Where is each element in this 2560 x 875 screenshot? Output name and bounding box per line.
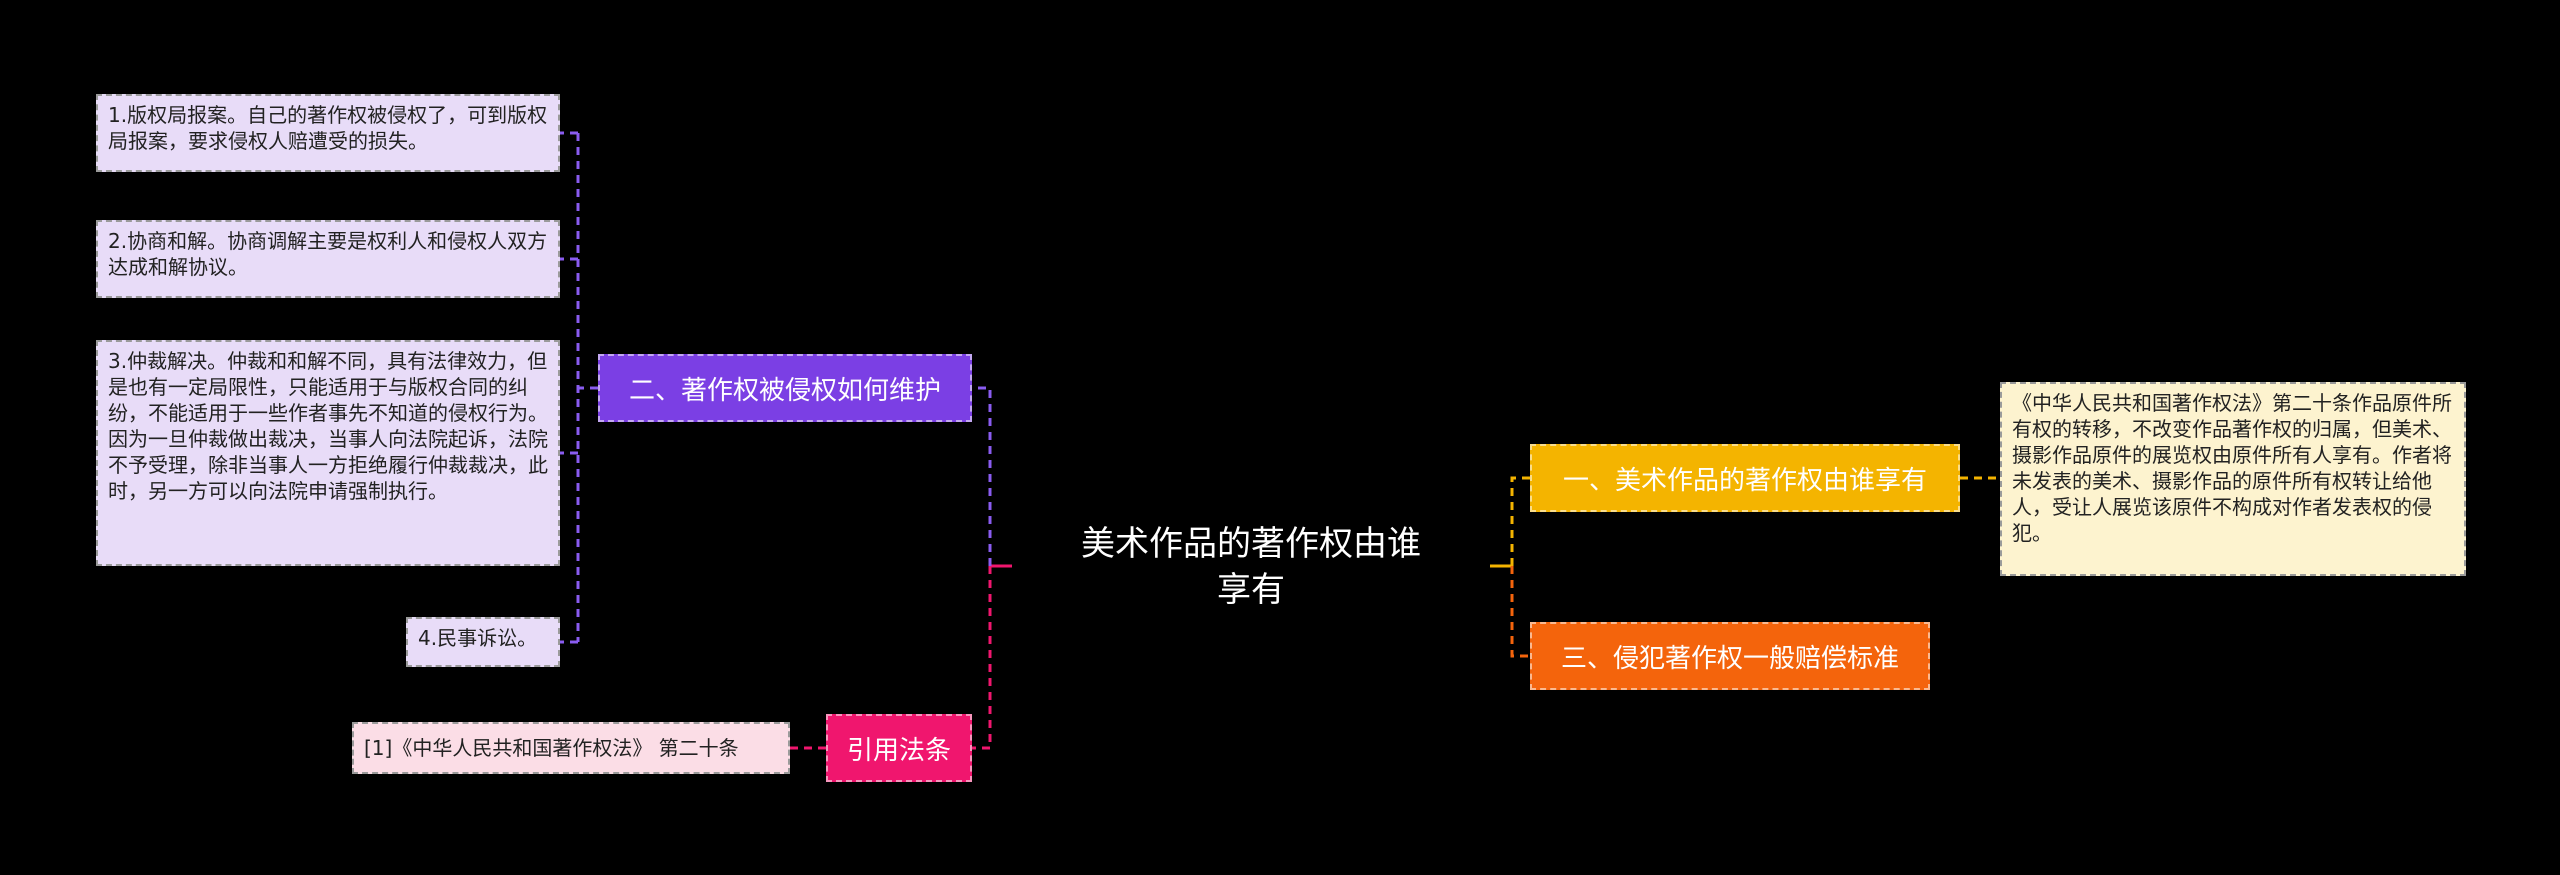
purple-leaf-4-text: 4.民事诉讼。 (418, 626, 538, 650)
branch-cited-law[interactable]: 引用法条 (826, 714, 972, 782)
branch-copyright-protection[interactable]: 二、著作权被侵权如何维护 (598, 354, 972, 422)
purple-leaf-1-text: 1.版权局报案。自己的著作权被侵权了，可到版权局报案，要求侵权人赔遭受的损失。 (108, 103, 548, 153)
branch-compensation-standard[interactable]: 三、侵犯著作权一般赔偿标准 (1530, 622, 1930, 690)
pink-leaf-1: [1]《中华人民共和国著作权法》 第二十条 (352, 722, 790, 774)
connector-right-trunk-yellow (1510, 476, 1530, 566)
center-topic-label: 美术作品的著作权由谁享有 (1081, 524, 1421, 610)
branch-copyright-protection-label: 二、著作权被侵权如何维护 (628, 375, 941, 406)
yellow-leaf-1: 《中华人民共和国著作权法》第二十条作品原件所有权的转移，不改变作品著作权的归属，… (2000, 382, 2466, 576)
connector-right-trunk-orange (1510, 566, 1530, 658)
purple-leaf-2: 2.协商和解。协商调解主要是权利人和侵权人双方达成和解协议。 (96, 220, 560, 298)
purple-leaf-1: 1.版权局报案。自己的著作权被侵权了，可到版权局报案，要求侵权人赔遭受的损失。 (96, 94, 560, 172)
branch-who-owns-copyright-label: 一、美术作品的著作权由谁享有 (1562, 465, 1927, 496)
yellow-leaf-1-text: 《中华人民共和国著作权法》第二十条作品原件所有权的转移，不改变作品著作权的归属，… (2012, 391, 2452, 545)
connector-left-trunk-purple (972, 386, 992, 566)
branch-cited-law-label: 引用法条 (846, 735, 951, 766)
center-topic[interactable]: 美术作品的著作权由谁享有 (1012, 496, 1490, 638)
purple-leaf-3: 3.仲裁解决。仲裁和和解不同，具有法律效力，但是也有一定局限性，只能适用于与版权… (96, 340, 560, 566)
pink-leaf-1-text: [1]《中华人民共和国著作权法》 第二十条 (364, 736, 739, 760)
connector-left-trunk-pink (972, 566, 992, 750)
purple-leaf-3-text: 3.仲裁解决。仲裁和和解不同，具有法律效力，但是也有一定局限性，只能适用于与版权… (108, 349, 548, 503)
purple-leaf-4: 4.民事诉讼。 (406, 617, 560, 667)
branch-who-owns-copyright[interactable]: 一、美术作品的著作权由谁享有 (1530, 444, 1960, 512)
branch-compensation-standard-label: 三、侵犯著作权一般赔偿标准 (1560, 643, 1899, 674)
purple-leaf-2-text: 2.协商和解。协商调解主要是权利人和侵权人双方达成和解协议。 (108, 229, 548, 279)
